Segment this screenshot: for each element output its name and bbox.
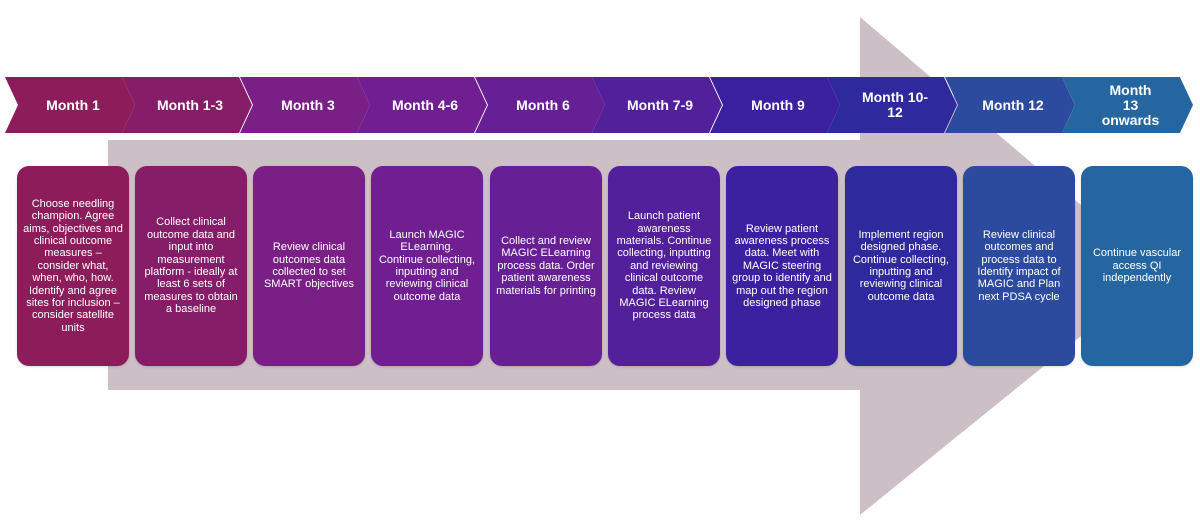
month-label: Month 1	[46, 96, 100, 113]
step-description: Choose needling champion. Agree aims, ob…	[23, 197, 123, 334]
month-label: Month 7-9	[626, 96, 694, 113]
month-label: Month 9	[751, 96, 805, 113]
step-description: Launch patient awareness materials. Cont…	[616, 210, 712, 322]
step-card: Launch patient awareness materials. Cont…	[608, 166, 720, 366]
month-chevron: Month 3	[240, 77, 370, 133]
step-description: Collect clinical outcome data and input …	[144, 216, 238, 316]
month-label: Month 3	[281, 96, 335, 113]
step-description: Review clinical outcomes and process dat…	[977, 228, 1061, 303]
step-card: Launch MAGIC ELearning. Continue collect…	[371, 166, 483, 366]
step-card: Choose needling champion. Agree aims, ob…	[17, 166, 129, 366]
month-chevron: Month 4-6	[357, 77, 487, 133]
month-chevron: Month 13 onwards	[1062, 77, 1193, 133]
month-chevron: Month 1-3	[122, 77, 252, 133]
step-description: Implement region designed phase. Continu…	[852, 228, 949, 303]
step-card: Collect and review MAGIC ELearning proce…	[490, 166, 602, 366]
step-card: Collect clinical outcome data and input …	[135, 166, 247, 366]
step-card: Review clinical outcomes data collected …	[253, 166, 365, 366]
step-description: Review patient awareness process data. M…	[732, 222, 832, 310]
month-label: Month 12	[982, 96, 1044, 113]
month-chevron: Month 6	[475, 77, 605, 133]
month-chevron: Month 9	[710, 77, 840, 133]
month-chevron: Month 12	[945, 77, 1075, 133]
step-description: Review clinical outcomes data collected …	[263, 241, 355, 291]
month-label: Month 4-6	[391, 96, 459, 113]
step-description: Continue vascular access QI independentl…	[1092, 247, 1182, 285]
month-label: Month 1-3	[156, 96, 224, 113]
month-label: Month 10-12	[861, 89, 929, 120]
step-card: Continue vascular access QI independentl…	[1081, 166, 1193, 366]
timeline-cards: Choose needling champion. Agree aims, ob…	[0, 166, 1200, 366]
month-chevron: Month 10-12	[827, 77, 957, 133]
month-label: Month 13 onwards	[1101, 81, 1160, 128]
month-chevron: Month 7-9	[592, 77, 722, 133]
timeline-chevrons: Month 1 Month 1-3 Month 3 Month 4-6 Month 6 M…	[0, 77, 1200, 133]
step-description: Launch MAGIC ELearning. Continue collect…	[378, 228, 475, 303]
step-card: Review clinical outcomes and process dat…	[963, 166, 1075, 366]
month-label: Month 6	[516, 96, 570, 113]
step-description: Collect and review MAGIC ELearning proce…	[496, 234, 596, 297]
month-chevron: Month 1	[5, 77, 135, 133]
step-card: Review patient awareness process data. M…	[726, 166, 838, 366]
step-card: Implement region designed phase. Continu…	[845, 166, 957, 366]
